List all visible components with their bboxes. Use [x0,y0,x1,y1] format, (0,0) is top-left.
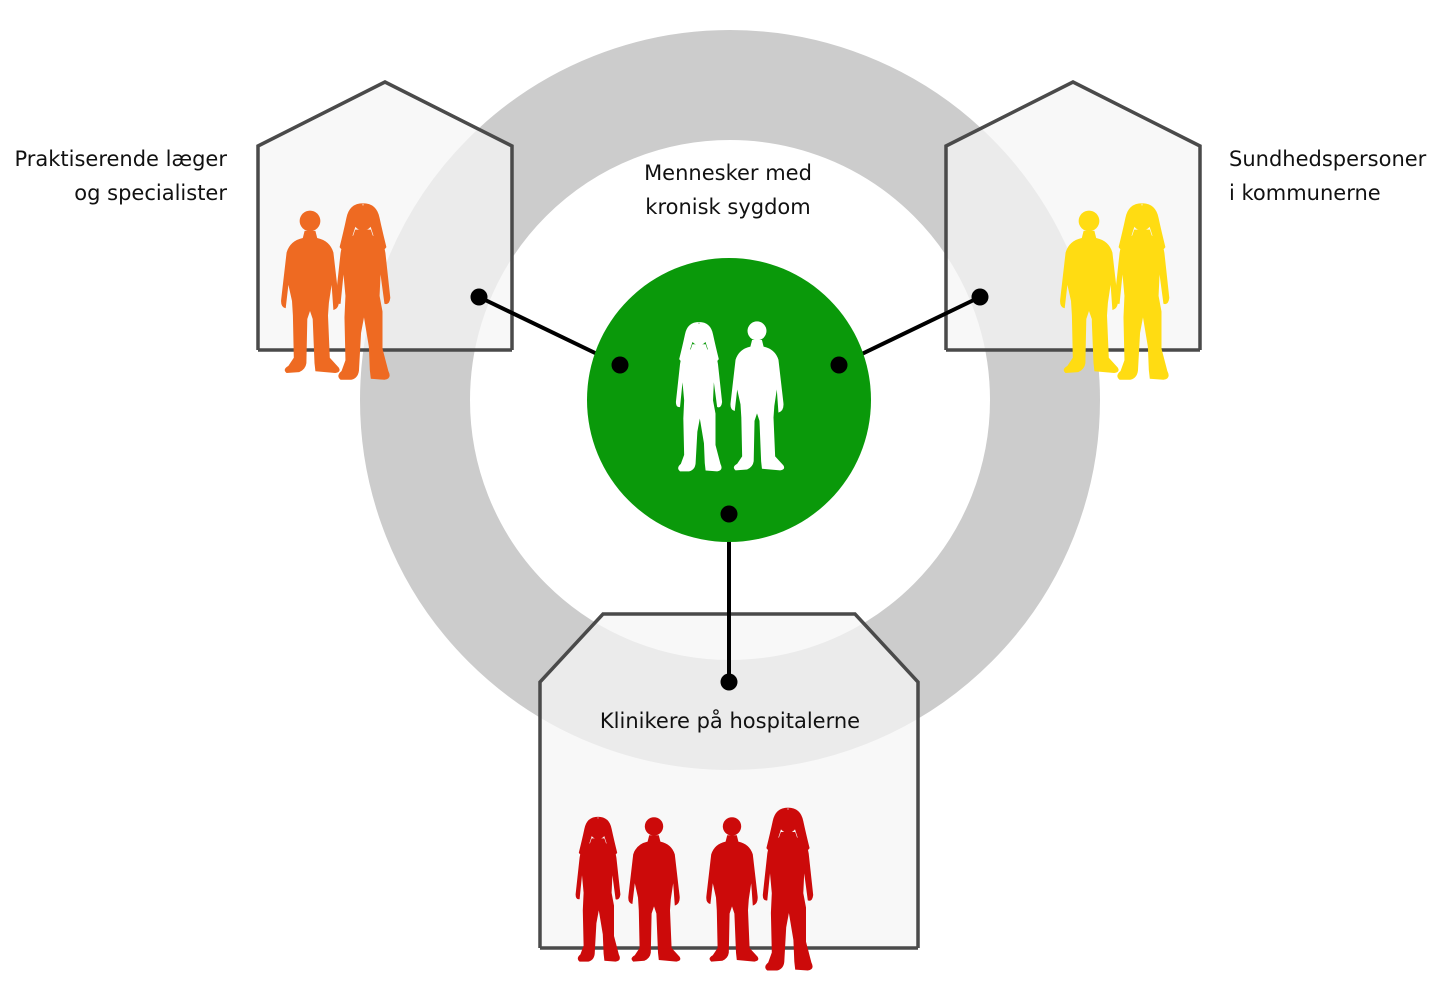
label-line: i kommunerne [1229,181,1381,205]
label-municipal-health-staff: Sundhedspersoner i kommunerne [1229,142,1426,210]
connector-dot-icon [720,673,738,691]
patients-circle [587,258,871,542]
label-line: Sundhedspersoner [1229,147,1427,171]
connector-dot-icon [830,356,848,374]
label-hospital-clinicians: Klinikere på hospitalerne [540,704,920,738]
connector-dot-icon [611,356,629,374]
label-line: Klinikere på hospitalerne [599,709,861,733]
label-line: Mennesker med [644,161,812,185]
label-line: og specialister [74,181,227,205]
label-patients: Mennesker med kronisk sygdom [538,156,918,224]
connector-dot-icon [470,288,488,306]
label-line: Praktiserende læger [14,147,227,171]
connector-dot-icon [971,288,989,306]
connector-dot-icon [720,505,738,523]
label-general-practitioners: Praktiserende læger og specialister [14,142,227,210]
label-line: kronisk sygdom [645,195,811,219]
connector-dots [470,288,989,691]
